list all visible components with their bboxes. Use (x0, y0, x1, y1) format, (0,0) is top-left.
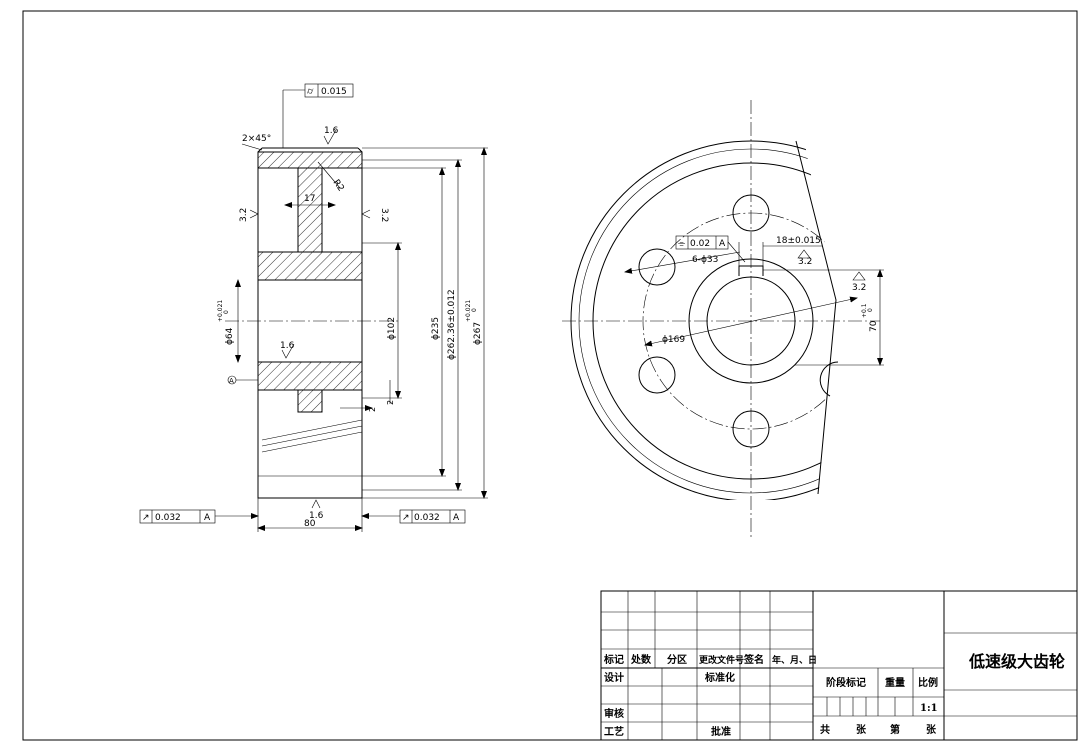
hole-1 (732, 194, 770, 232)
tb-design: 设计 (604, 671, 624, 684)
sym-datum: A (719, 239, 726, 249)
bore-dia-label: ϕ64 (225, 327, 235, 345)
width-label: 80 (304, 519, 316, 529)
key-depth-tol-upper: +0.1 (861, 303, 868, 318)
drawing-border (22, 10, 1078, 741)
tb-h-zone: 分区 (667, 653, 687, 666)
tb-page: 第 (890, 723, 900, 736)
lower-hub-section (257, 361, 363, 391)
holes-label: 6-ϕ33 (692, 255, 718, 265)
pcd-label: ϕ169 (662, 335, 685, 345)
gap-a-label: 2 (368, 407, 377, 412)
drawing-title: 低速级大齿轮 (968, 652, 1065, 671)
tb-standard: 标准化 (704, 671, 735, 684)
lower-web-section (297, 389, 323, 413)
sym-tol-value: 0.02 (690, 239, 710, 249)
tb-h-date: 年、月、日 (772, 654, 817, 666)
tip-circle (570, 140, 836, 500)
roughness-key2: 3.2 (852, 283, 866, 293)
roughness-bottom: 1.6 (309, 511, 324, 521)
root-dia-label: ϕ235 (431, 317, 441, 340)
hole-2 (732, 410, 770, 448)
runout-right-value: 0.032 (414, 513, 440, 523)
tb-h-sign: 签名 (743, 653, 764, 666)
tb-h-mark: 标记 (603, 653, 624, 666)
roughness-hub: 1.6 (280, 341, 295, 351)
tip-tol-lower: 0 (471, 308, 478, 312)
tb-sheets1: 张 (856, 723, 867, 736)
runout-left-datum: A (204, 513, 211, 523)
upper-web-section (297, 167, 323, 253)
roughness-left: 3.2 (239, 208, 249, 222)
hole-5-partial (819, 361, 839, 397)
hub-dia-label: ϕ102 (387, 317, 397, 340)
upper-hub-section (257, 251, 363, 281)
front-view: ⌯ 0.02 A 6-ϕ33 18±0.015 3.2 70 +0.1 0 3.… (562, 100, 884, 540)
pcd-circle (642, 212, 836, 430)
gap-b-label: 2 (386, 400, 395, 405)
tb-process: 工艺 (604, 725, 624, 738)
runout-top-value: 0.015 (321, 87, 347, 97)
tb-stage: 阶段标记 (826, 676, 866, 689)
hole-3 (638, 248, 676, 286)
bore-tol-upper: +0.021 (217, 300, 224, 322)
key-width-label: 18±0.015 (776, 236, 821, 246)
section-view: 17 R2 2×45° ⌭ 0.015 1.6 3.2 3.2 1.6 1.6 … (139, 83, 488, 532)
root-circle (592, 162, 836, 480)
hole-4 (638, 356, 676, 394)
roughness-right: 3.2 (379, 208, 389, 222)
runout-left-symbol: ↗ (142, 513, 150, 523)
pitch-dia-label: ϕ262.36±0.012 (447, 289, 457, 360)
tb-total: 共 (820, 723, 830, 736)
tb-scale: 1:1 (920, 703, 938, 714)
key-depth-tol-lower: 0 (867, 308, 874, 312)
tb-weight: 重量 (885, 676, 905, 689)
title-block: 标记 处数 分区 更改文件号 签名 年、月、日 设计 标准化 审核 工艺 批准 … (600, 590, 1078, 741)
runout-right-datum: A (453, 513, 460, 523)
tb-h-docno: 更改文件号 (699, 654, 744, 666)
web-width-label: 17 (304, 194, 315, 204)
tip-tol-upper: +0.021 (465, 300, 472, 322)
datum-label: A (229, 377, 234, 385)
tb-approve: 批准 (711, 725, 731, 738)
symmetry-symbol: ⌯ (678, 239, 686, 249)
tb-sheets2: 张 (926, 723, 937, 736)
chamfer-label: 2×45° (242, 134, 271, 144)
key-depth-label: 70 (869, 320, 879, 332)
bore-tol-lower: 0 (223, 310, 230, 314)
tb-scale-label: 比例 (918, 676, 938, 689)
fillet-label: R2 (331, 178, 346, 194)
runout-left-value: 0.032 (155, 513, 181, 523)
roughness-key: 3.2 (798, 257, 812, 267)
keyway (738, 265, 764, 276)
roughness-top: 1.6 (324, 126, 339, 136)
runout-symbol: ⌭ (307, 87, 314, 97)
tb-h-count: 处数 (630, 653, 652, 666)
tip-dia-label: ϕ267 (473, 322, 483, 345)
runout-right-symbol: ↗ (402, 513, 410, 523)
upper-rim-section (257, 151, 363, 169)
tb-review: 审核 (604, 707, 624, 720)
